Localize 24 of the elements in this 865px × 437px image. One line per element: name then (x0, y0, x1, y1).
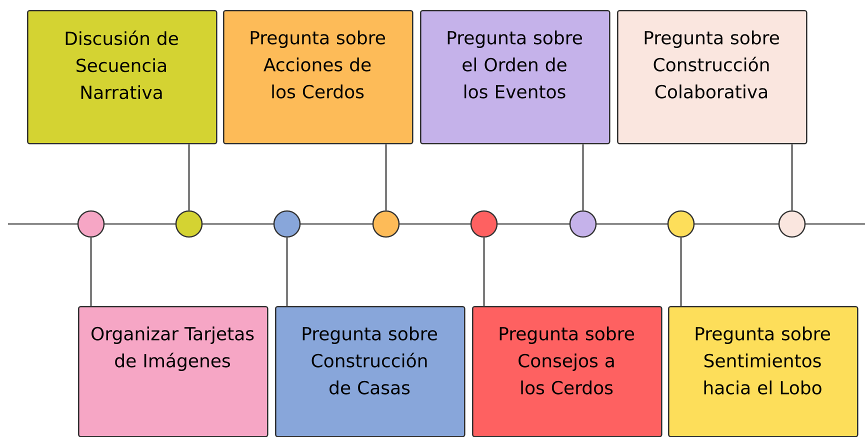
event-box: Pregunta sobre Construcción de Casas (275, 306, 466, 437)
event-box: Discusión de Secuencia Narrativa (27, 10, 218, 144)
timeline-dot (77, 210, 105, 238)
event-box: Pregunta sobre Sentimientos hacia el Lobo (668, 306, 858, 437)
connector-line (286, 238, 288, 306)
timeline-dot (470, 210, 498, 238)
event-box: Organizar Tarjetas de Imágenes (78, 306, 268, 437)
timeline-dot (273, 210, 301, 238)
timeline-dot (372, 210, 400, 238)
event-box: Pregunta sobre Acciones de los Cerdos (223, 10, 414, 144)
timeline-dot (175, 210, 203, 238)
connector-line (680, 238, 682, 306)
event-box: Pregunta sobre Consejos a los Cerdos (472, 306, 662, 437)
connector-line (188, 144, 190, 210)
timeline-dot (778, 210, 806, 238)
connector-line (582, 144, 584, 210)
event-box: Pregunta sobre Construcción Colaborativa (617, 10, 808, 144)
timeline-dot (667, 210, 695, 238)
event-box: Pregunta sobre el Orden de los Eventos (420, 10, 610, 144)
connector-line (791, 144, 793, 210)
connector-line (385, 144, 387, 210)
connector-line (483, 238, 485, 306)
timeline-dot (569, 210, 597, 238)
connector-line (90, 238, 92, 306)
